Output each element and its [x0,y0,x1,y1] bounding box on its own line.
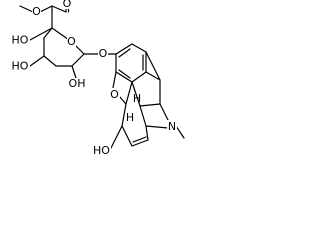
atom-o-link: O [98,47,108,60]
morphinan-bonds [109,43,185,151]
svg-text:HO: HO [12,60,29,73]
chemical-structure: O O HO HO OH O O O [12,0,185,157]
svg-text:O: O [99,47,108,60]
atom-ho-top: HO [12,34,30,47]
atom-ho-bottom: HO [92,144,111,157]
svg-text:O: O [110,88,119,101]
atom-o-aryl-ether: O [109,88,120,101]
atom-labels: O O HO HO OH O O O [12,0,177,157]
atom-ho-mid: HO [12,60,30,73]
atom-ester-o-methyl: O [32,5,41,18]
atom-h-stereo-bottom: H [126,111,134,124]
svg-text:HO: HO [12,34,29,47]
svg-text:O: O [32,5,41,18]
svg-text:O: O [67,35,76,48]
atom-oh-right: OH [68,77,86,91]
atom-n-amine: N [167,120,177,133]
svg-text:HO: HO [93,144,110,157]
svg-text:O: O [63,0,72,10]
atom-ester-o-carbonyl: O [63,0,72,10]
atom-h-stereo-top: H [133,92,141,105]
atom-o-ring: O [67,35,76,48]
svg-text:OH: OH [69,77,86,90]
svg-text:N: N [168,120,176,133]
glucuronide-bonds [19,2,117,79]
